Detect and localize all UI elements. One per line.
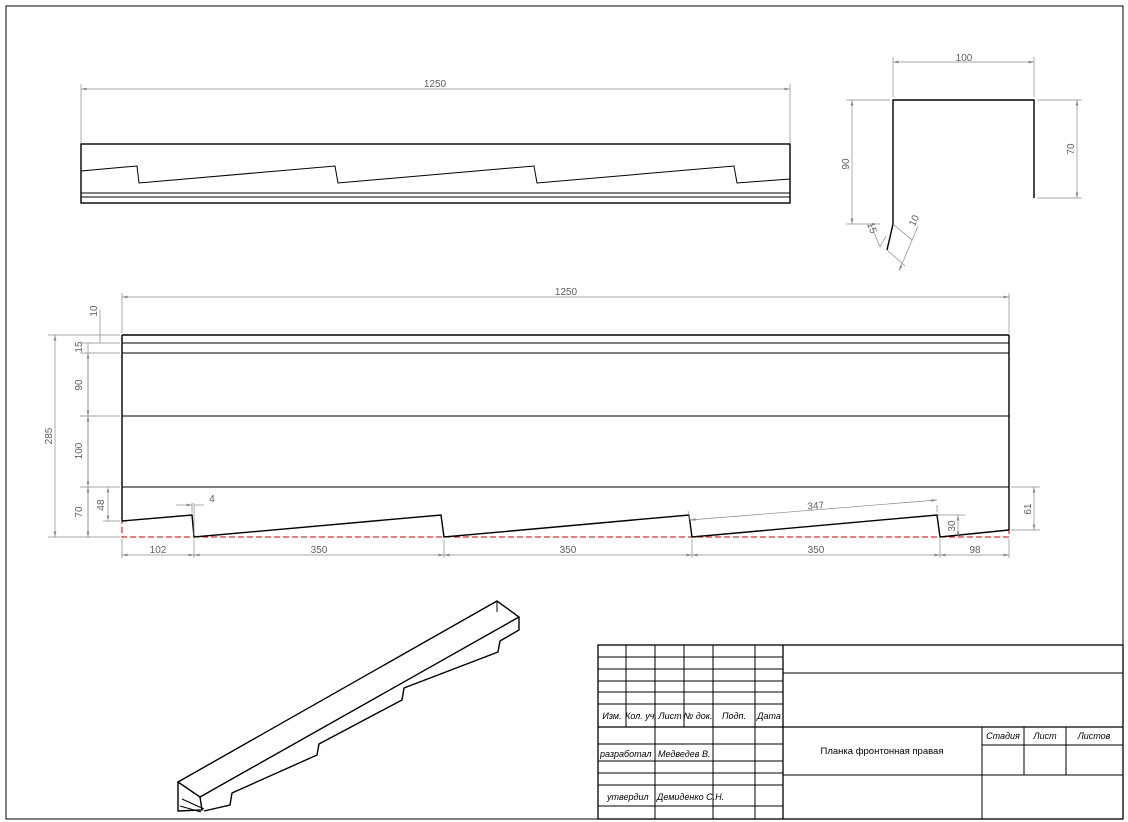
flat-segment-dim-3: 350 — [560, 545, 577, 556]
section-view: 100 90 70 15 10 — [841, 53, 1082, 272]
header-podp: Подп. — [722, 711, 746, 721]
approved-label: утвердил — [606, 792, 649, 802]
stage-label: Стадия — [986, 731, 1020, 741]
flat-length-dim: 1250 — [555, 287, 578, 298]
flat-tooth-height-dim: 30 — [947, 520, 958, 532]
part-name: Планка фронтонная правая — [821, 746, 944, 757]
flat-serrated-edge — [121, 514, 1010, 538]
cut-contour — [121, 334, 1010, 538]
developed-by: Медведев В. — [658, 749, 710, 759]
flat-segment-dim-4: 350 — [808, 545, 825, 556]
flat-segment-dim-5: 98 — [969, 545, 981, 556]
header-doc-no: № док. — [684, 711, 713, 721]
flat-strip-dim-1: 10 — [89, 305, 100, 317]
top-length-dim: 1250 — [424, 79, 447, 90]
flat-strip-dim-2: 15 — [74, 341, 85, 353]
header-list: Лист — [657, 711, 682, 721]
flat-segment-dim-2: 350 — [311, 545, 328, 556]
header-izm: Изм. — [602, 711, 621, 721]
header-data: Дата — [756, 711, 781, 721]
flat-step-height-dim: 48 — [96, 499, 107, 511]
flat-step-gap-dim: 4 — [209, 494, 215, 505]
top-view-serrated-edge — [80, 165, 791, 184]
flat-strip-dim-4: 100 — [74, 442, 85, 459]
section-width-dim: 100 — [956, 53, 973, 64]
sheet-label: Лист — [1032, 731, 1057, 741]
sheet-frame — [5, 5, 1124, 820]
flat-slope-length-dim: 347 — [807, 500, 825, 512]
flat-segment-dim-1: 102 — [150, 545, 167, 556]
section-lip-b-dim: 10 — [907, 213, 922, 228]
title-block: Изм. Кол. уч. Лист № док. Подп. Дата раз… — [597, 644, 1124, 820]
flat-right-end-height-dim: 61 — [1023, 503, 1034, 515]
top-view-outline — [80, 143, 791, 204]
sheets-label: Листов — [1077, 731, 1111, 741]
section-right-height-dim: 70 — [1066, 143, 1077, 155]
header-kol-uch: Кол. уч. — [625, 711, 657, 721]
flat-strip-dim-3: 90 — [74, 379, 85, 391]
top-view: 1250 — [80, 79, 791, 204]
isometric-view — [176, 600, 521, 813]
flat-pattern: 1250 285 10 15 90 100 70 48 — [44, 287, 1040, 558]
section-lip-a-dim: 15 — [864, 221, 878, 236]
flat-total-height-dim: 285 — [44, 427, 55, 444]
section-left-height-dim: 90 — [841, 158, 852, 170]
developed-label: разработал — [599, 749, 651, 759]
flat-strip-dim-5: 70 — [74, 506, 85, 518]
section-profile — [886, 99, 1035, 251]
approved-by: Демиденко С.Н. — [656, 792, 724, 802]
